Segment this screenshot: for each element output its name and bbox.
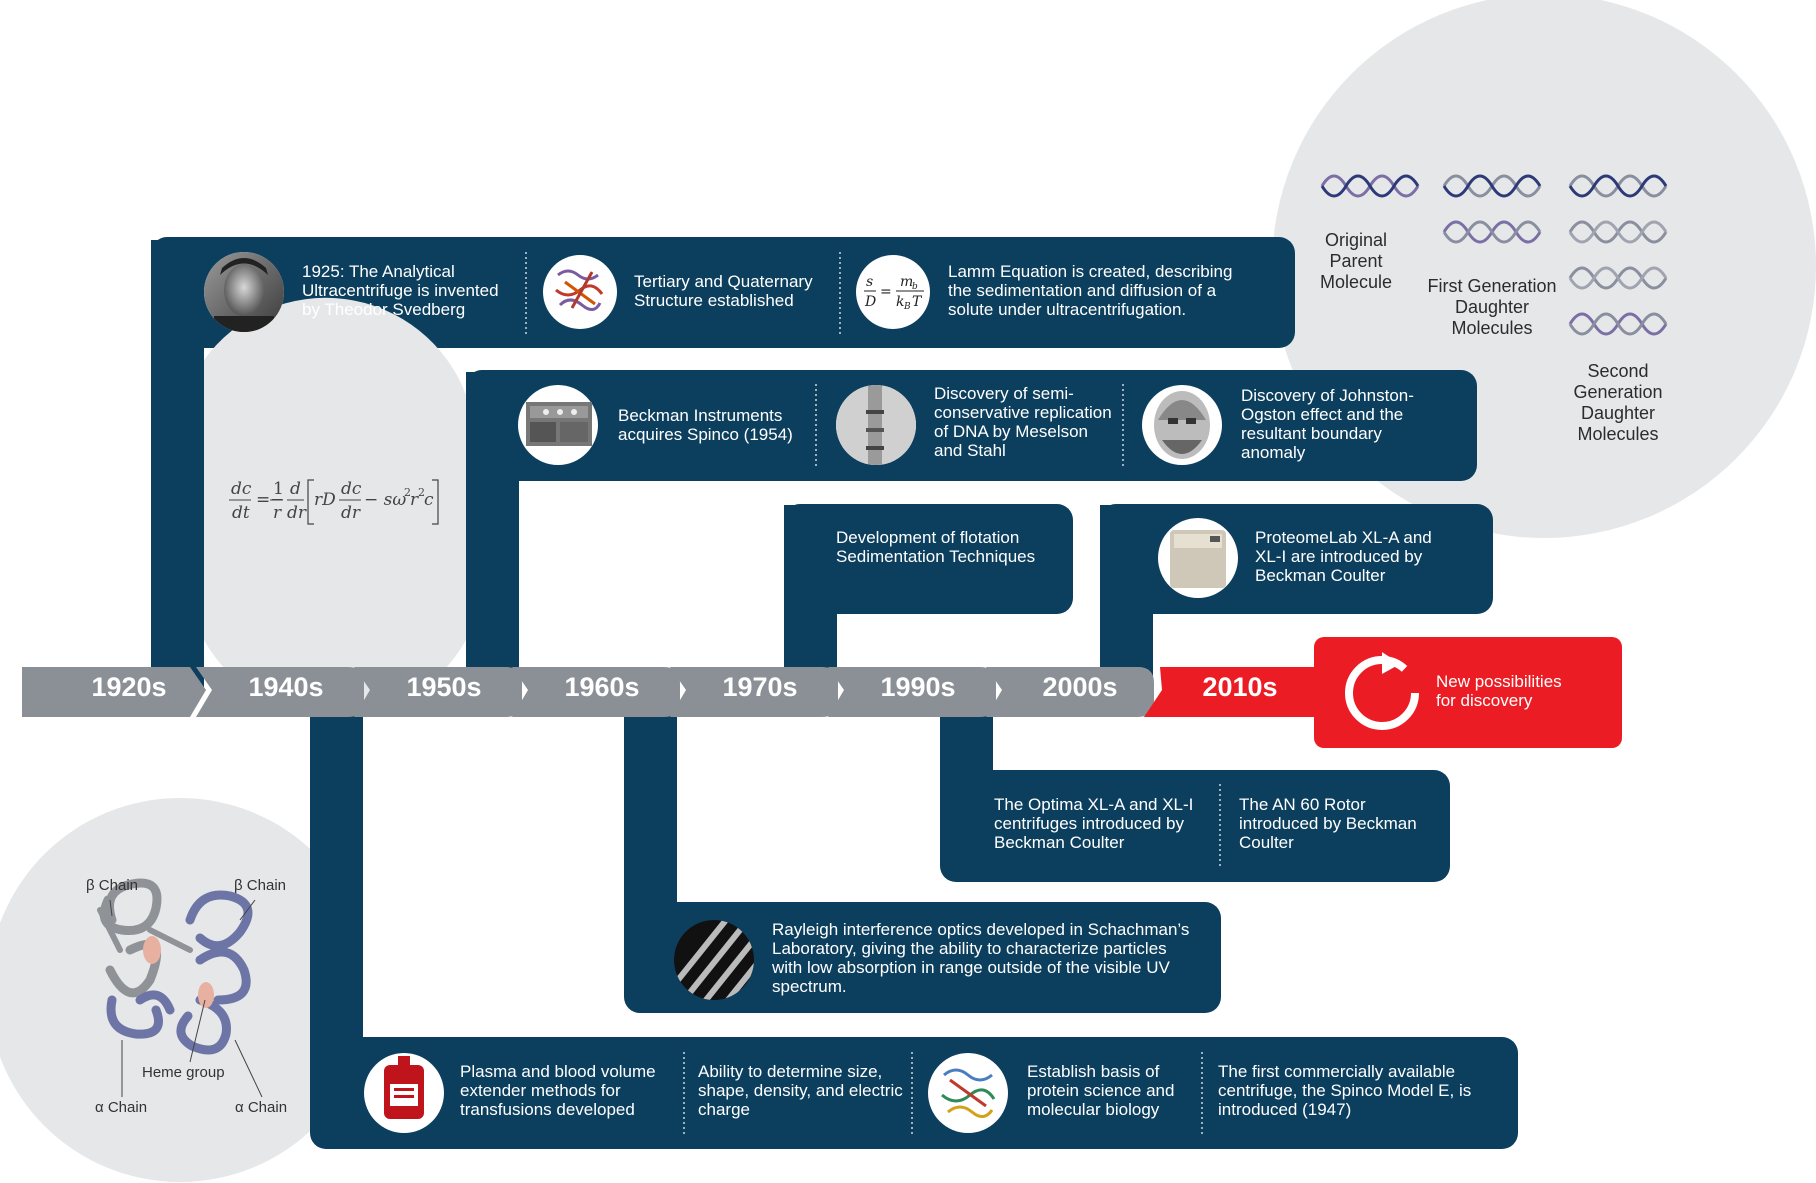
label-alpha-chain-right: α Chain — [235, 1099, 288, 1116]
event-proteomelab: ProteomeLab XL-A and XL-I are introduced… — [1255, 528, 1432, 585]
upper-boxes — [151, 237, 1493, 614]
event-lamm: Lamm Equation is created, describing the… — [948, 262, 1233, 319]
event-new-possibilities: New possibilities for discovery — [1436, 672, 1562, 710]
label-beta-chain-left: β Chain — [86, 877, 138, 894]
pde-dc2: dc — [341, 479, 362, 499]
heme-groups — [143, 936, 214, 1008]
dna-helices — [1320, 174, 1668, 336]
dna-label-original: Original Parent Molecule — [1319, 230, 1393, 292]
johnston-portrait-icon — [1142, 385, 1222, 465]
decade-1990s: 1990s — [880, 672, 956, 702]
label-alpha-chain-left: α Chain — [95, 1099, 148, 1116]
refresh-icon — [1345, 652, 1419, 730]
decade-1960s: 1960s — [564, 672, 640, 702]
label-heme-group: Heme group — [142, 1064, 225, 1081]
lamm-pde-equation: dc dt = − 1 r d dr rD dc dr − sω 2 r 2 c — [229, 479, 439, 525]
svg-text:=: = — [256, 490, 270, 510]
dna-helix-first-b — [1442, 220, 1542, 244]
separators — [525, 252, 1221, 1134]
dna-label-first: First Generation Daughter Molecules — [1427, 276, 1557, 338]
decade-1940s: 1940s — [248, 672, 324, 702]
pde-dc: dc — [231, 479, 252, 499]
event-flotation: Development of flotation Sedimentation T… — [836, 528, 1036, 566]
decade-1920s: 1920s — [91, 672, 167, 702]
decade-2000s: 2000s — [1042, 672, 1118, 702]
dna-helix-first-a — [1442, 174, 1542, 198]
proteomelab-instrument-icon — [1158, 518, 1238, 598]
event-ability: Ability to determine size, shape, densit… — [698, 1062, 903, 1119]
dna-label-second: Second Generation Daughter Molecules — [1573, 361, 1663, 444]
dna-gel-icon — [836, 385, 916, 465]
protein-ribbon-icon — [928, 1053, 1008, 1133]
event-plasma: Plasma and blood volume extender methods… — [460, 1062, 656, 1119]
pde-sup2-b: 2 — [418, 486, 425, 499]
lower-boxes — [310, 770, 1518, 1149]
event-an60: The AN 60 Rotor introduced by Beckman Co… — [1239, 795, 1417, 852]
dna-helix-second-d — [1568, 312, 1668, 336]
pde-dr: dr — [287, 503, 307, 523]
interference-fringes-icon — [674, 920, 754, 1000]
lamm-kB: k — [896, 294, 904, 310]
pde-one: 1 — [273, 479, 284, 499]
pde-minus-s: − sω — [364, 490, 406, 510]
dna-helix-second-b — [1568, 220, 1668, 244]
pde-c: c — [424, 490, 434, 510]
pde-r: r — [273, 503, 282, 523]
blood-bag-icon — [364, 1053, 444, 1133]
svg-text:=: = — [880, 284, 892, 300]
dna-helix-second-a — [1568, 174, 1668, 198]
event-rayleigh: Rayleigh interference optics developed i… — [772, 920, 1190, 996]
hemoglobin-bubble — [0, 798, 372, 1182]
event-johnston: Discovery of Johnston-Ogston effect and … — [1241, 386, 1414, 462]
lamm-T: T — [912, 294, 923, 310]
lamm-kB-sub: B — [903, 302, 911, 312]
dna-helix-second-c — [1568, 266, 1668, 290]
lamm-s: s — [866, 274, 873, 290]
beckman-instrument-icon — [518, 385, 598, 465]
event-beckman-spinco: Beckman Instruments acquires Spinco (195… — [618, 406, 793, 444]
event-svedberg: 1925: The Analytical Ultracentrifuge is … — [302, 262, 499, 319]
lamm-equation-icon: s D = m b k B T — [856, 255, 930, 329]
pde-sup2-a: 2 — [404, 486, 411, 499]
hemoglobin-leaders — [109, 899, 263, 1098]
label-beta-chain-right: β Chain — [234, 877, 286, 894]
decade-1970s: 1970s — [722, 672, 798, 702]
event-model-e: The first commercially available centrif… — [1218, 1062, 1472, 1119]
lamm-mb: m — [900, 274, 913, 290]
pde-r2: r — [410, 490, 419, 510]
protein-structure-icon — [543, 255, 617, 329]
dna-helix-original — [1320, 174, 1420, 198]
pde-rD: rD — [314, 490, 336, 510]
event-tertiary: Tertiary and Quaternary Structure establ… — [634, 272, 813, 310]
event-optima: The Optima XL-A and XL-I centrifuges int… — [994, 795, 1194, 852]
lamm-D: D — [864, 294, 876, 310]
lamm-mb-sub: b — [912, 282, 918, 292]
decade-2010s: 2010s — [1202, 672, 1278, 702]
event-protein-science: Establish basis of protein science and m… — [1027, 1062, 1175, 1119]
pde-d: d — [290, 479, 301, 499]
pde-dr2: dr — [341, 503, 361, 523]
decade-1950s: 1950s — [406, 672, 482, 702]
pde-dt: dt — [232, 503, 250, 523]
timeline-band — [22, 667, 1330, 717]
svedberg-portrait-icon — [204, 252, 284, 332]
event-meselson: Discovery of semi-conservative replicati… — [934, 384, 1112, 460]
